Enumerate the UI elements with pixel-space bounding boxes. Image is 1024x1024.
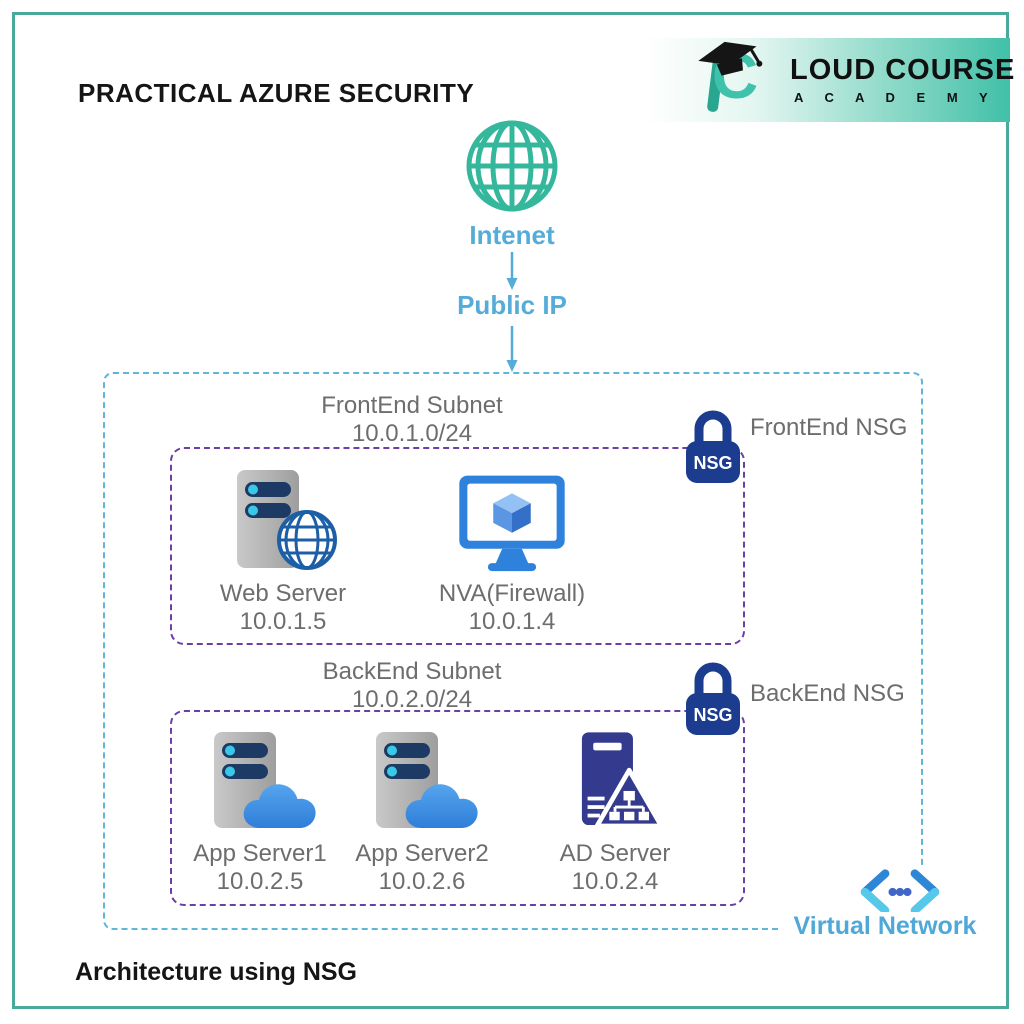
frontend-subnet-name: FrontEnd Subnet (321, 392, 503, 419)
page-title: PRACTICAL AZURE SECURITY (78, 78, 475, 108)
brand-logo: C LOUD COURSE A C A D E M Y (644, 38, 1014, 122)
virtual-network-icon (860, 869, 940, 915)
arrow-down-publicip-to-vnet (506, 326, 518, 372)
app-server1-node: App Server1 10.0.2.5 (165, 732, 355, 895)
virtual-network-boundary (103, 372, 923, 930)
backend-nsg-label: BackEnd NSG (750, 680, 905, 707)
frontend-subnet-title: FrontEnd Subnet 10.0.1.0/24 (262, 392, 562, 447)
frontend-subnet-box (170, 447, 745, 645)
web-server-label: Web Server (219, 580, 347, 607)
app-server2-label: App Server2 (355, 840, 489, 867)
ad-server-label: AD Server (559, 840, 671, 867)
backend-subnet-name: BackEnd Subnet (322, 658, 502, 685)
internet-label: Intenet (469, 220, 555, 250)
frontend-nsg-label: FrontEnd NSG (750, 414, 908, 441)
nva-firewall-node: NVA(Firewall) 10.0.1.4 (417, 472, 607, 635)
public-ip-label: Public IP (457, 290, 567, 320)
logo-main-text: LOUD COURSE (790, 54, 1016, 87)
nva-firewall-icon (459, 475, 565, 572)
frontend-subnet-cidr: 10.0.1.0/24 (351, 419, 473, 447)
backend-nsg-badge-text: NSG (693, 705, 732, 725)
web-server-icon (237, 470, 337, 570)
frontend-nsg-badge-text: NSG (693, 453, 732, 473)
web-server-ip: 10.0.1.5 (239, 607, 327, 635)
arrow-down-internet-to-publicip (506, 252, 518, 290)
backend-subnet-box (170, 710, 745, 906)
footer-caption: Architecture using NSG (75, 958, 357, 986)
app-server2-node: App Server2 10.0.2.6 (327, 732, 517, 895)
web-server-node: Web Server 10.0.1.5 (188, 470, 378, 635)
app-server2-icon (376, 732, 478, 828)
backend-nsg-lock-icon: NSG (686, 662, 740, 735)
app-server1-ip: 10.0.2.5 (216, 867, 304, 895)
nva-firewall-label: NVA(Firewall) (438, 580, 586, 607)
nva-firewall-ip: 10.0.1.4 (468, 607, 556, 635)
app-server1-icon (214, 732, 316, 828)
app-server1-label: App Server1 (193, 840, 327, 867)
backend-subnet-title: BackEnd Subnet 10.0.2.0/24 (262, 658, 562, 713)
ad-server-ip: 10.0.2.4 (571, 867, 659, 895)
virtual-network-label: Virtual Network (782, 912, 988, 941)
logo-monogram: C (696, 38, 788, 122)
frontend-nsg-lock-icon: NSG (686, 410, 740, 483)
backend-subnet-cidr: 10.0.2.0/24 (351, 685, 473, 713)
app-server2-ip: 10.0.2.6 (378, 867, 466, 895)
ad-server-icon (581, 732, 664, 829)
graduation-cap-icon (698, 41, 763, 76)
ad-server-node: AD Server 10.0.2.4 (520, 732, 710, 895)
internet-globe-icon (466, 120, 558, 212)
logo-sub-text: A C A D E M Y (794, 89, 997, 105)
